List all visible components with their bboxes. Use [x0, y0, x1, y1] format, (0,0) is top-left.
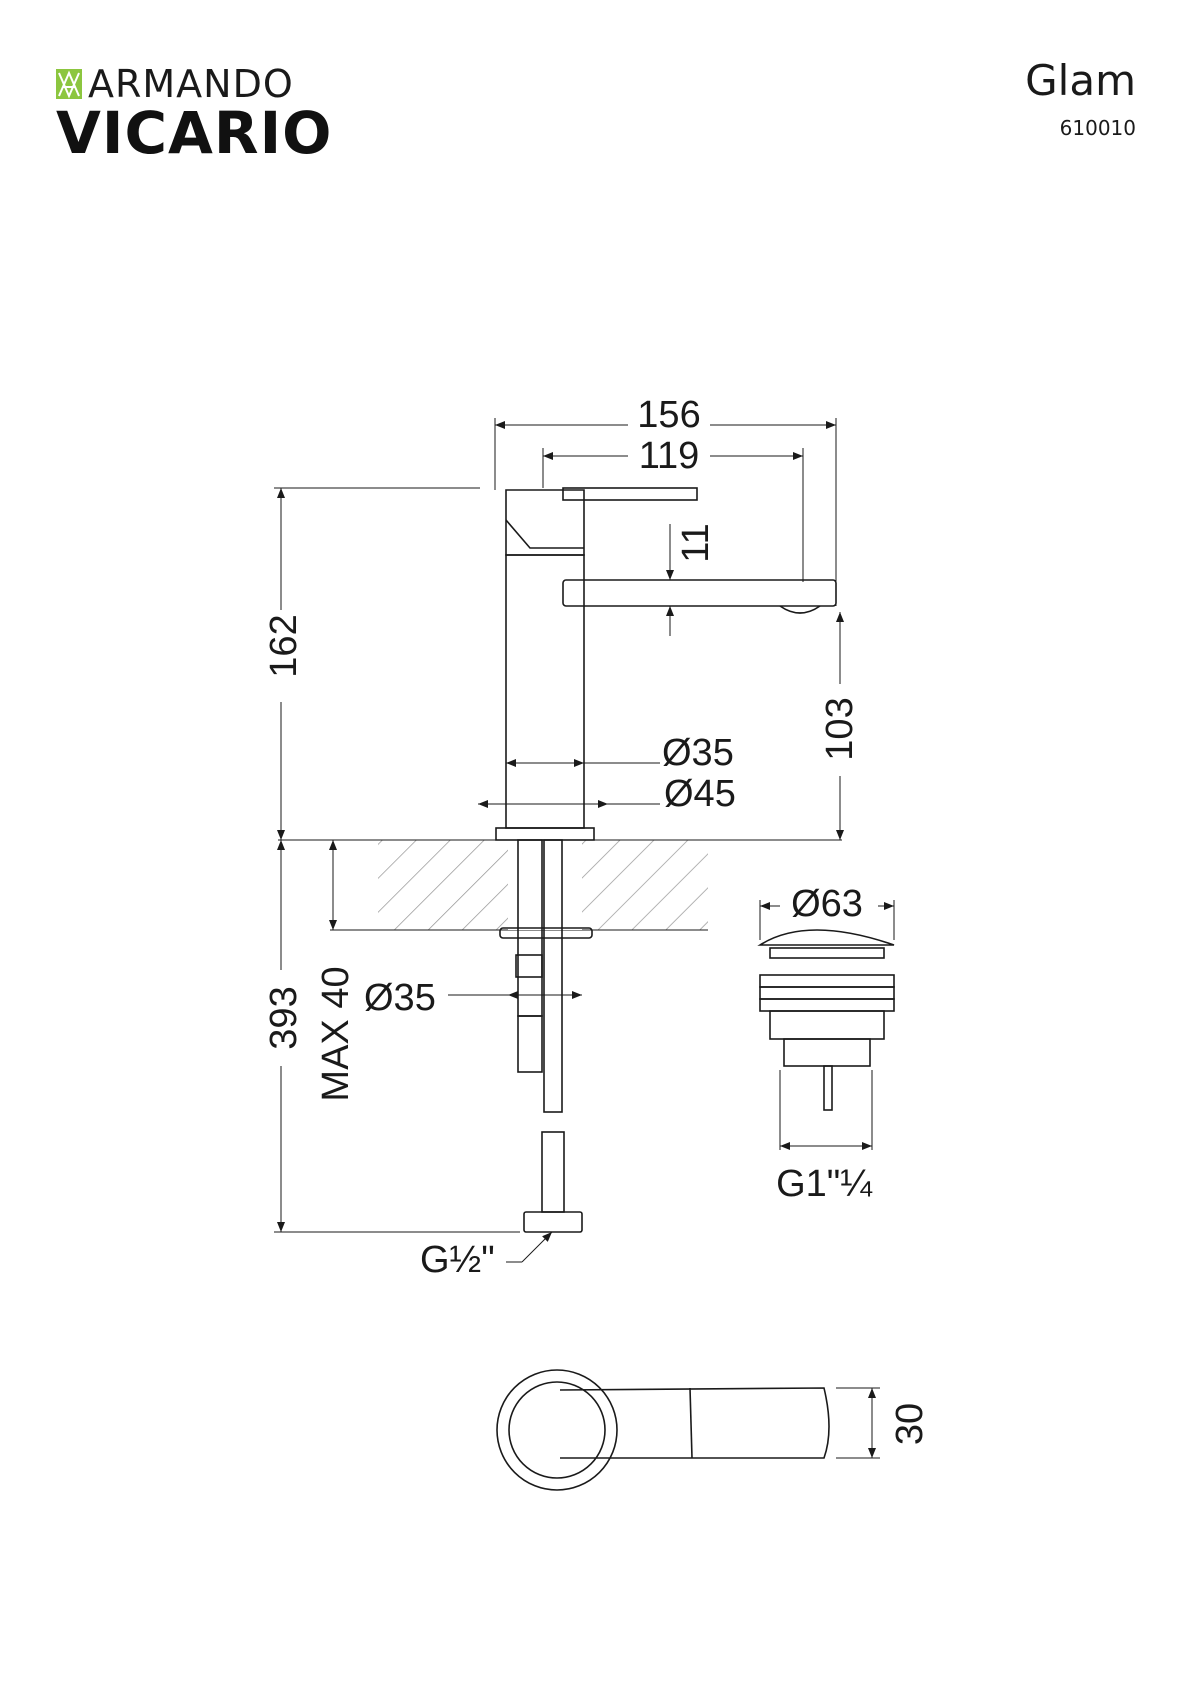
dim-waste-diameter: Ø63: [791, 883, 863, 925]
dim-top-view-width: 30: [889, 1403, 931, 1445]
dim-hose-connection: G½": [420, 1239, 495, 1281]
pop-up-waste: [757, 929, 895, 1111]
dim-base-diameter: Ø45: [664, 773, 736, 815]
product-name: Glam: [1025, 56, 1136, 105]
faucet-shank: [499, 839, 593, 1233]
dim-below-deck-length: 393: [263, 986, 305, 1049]
brand-logo: ARMANDO VICARIO: [56, 62, 333, 167]
dim-max-deck-thickness: MAX 40: [315, 966, 357, 1101]
product-code: 610010: [1059, 116, 1136, 140]
dim-spout-thickness: 11: [675, 523, 717, 562]
dim-body-diameter: Ø35: [662, 732, 734, 774]
dim-spout-height: 103: [819, 697, 861, 760]
brand-name-top: ARMANDO: [88, 62, 294, 106]
dim-leader-g12: [521, 1231, 553, 1263]
dim-shank-diameter: Ø35: [364, 977, 436, 1019]
logo-mark-icon: [56, 69, 82, 99]
dim-overall-width: 156: [637, 394, 700, 436]
dim-waste-thread: G1"¼: [776, 1163, 873, 1205]
top-view: [496, 1369, 830, 1491]
dim-overall-height: 162: [263, 614, 305, 677]
brand-name-bottom: VICARIO: [56, 99, 333, 167]
dim-spout-reach: 119: [639, 435, 700, 477]
